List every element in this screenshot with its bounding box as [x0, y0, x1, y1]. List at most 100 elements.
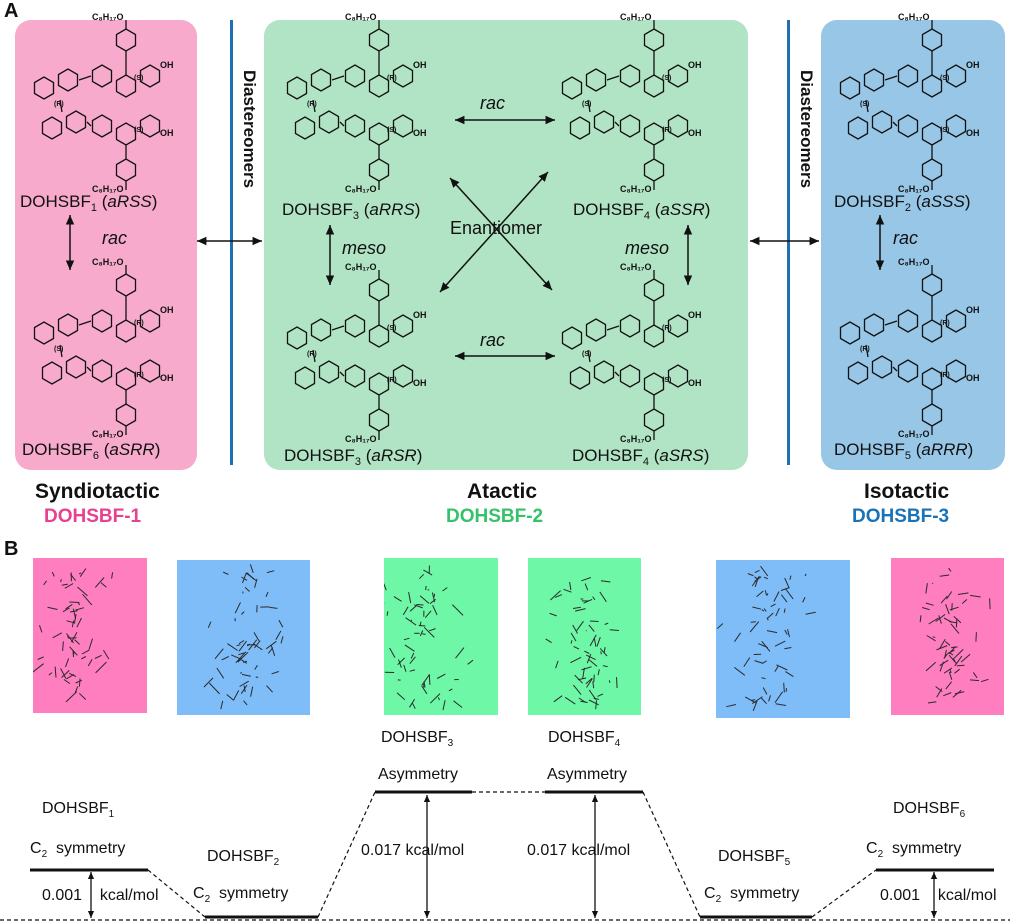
oh-label-top: OH	[688, 310, 702, 320]
thumb-bf1	[20, 558, 147, 713]
sym-bf1: C2 symmetry	[30, 840, 126, 861]
meso-label-left: meso	[342, 238, 387, 258]
name-bf4: DOHSBF4	[548, 729, 621, 750]
oh-label-top: OH	[160, 305, 174, 315]
name-bf6: DOHSBF6	[893, 800, 966, 821]
energy-diagram	[0, 790, 1010, 921]
c8h17o-label-bottom: C₈H₁₇O	[898, 429, 930, 439]
molecule-structure-bf6: C₈H₁₇O OH OH C₈H₁₇O (S) (R) (R)	[33, 257, 174, 439]
name-bf3: DOHSBF3	[381, 729, 454, 750]
c8h17o-label-top: C₈H₁₇O	[898, 12, 930, 22]
chirality-lower: (R)	[387, 377, 397, 384]
rac-label-bottom: rac	[480, 330, 506, 350]
chirality-lower: (S)	[134, 127, 143, 134]
chirality-spiro: (S)	[54, 346, 63, 353]
chirality-spiro: (R)	[307, 351, 317, 358]
name-bf1: DOHSBF1	[42, 800, 115, 821]
enantiomer-label: Enantiomer	[450, 218, 543, 238]
chirality-upper: (S)	[387, 325, 396, 332]
chirality-upper: (R)	[662, 325, 672, 332]
panel-label-b: B	[4, 538, 19, 560]
c8h17o-label-bottom: C₈H₁₇O	[345, 184, 377, 194]
oh-label-top: OH	[160, 60, 174, 70]
chirality-spiro: (R)	[307, 101, 317, 108]
oh-label-bottom: OH	[413, 128, 427, 138]
c8h17o-label-top: C₈H₁₇O	[898, 257, 930, 267]
c8h17o-label-bottom: C₈H₁₇O	[345, 434, 377, 444]
sym-bf2: C2 symmetry	[193, 885, 289, 906]
chirality-lower: (R)	[940, 372, 950, 379]
chirality-lower: (S)	[387, 127, 396, 134]
c8h17o-label-bottom: C₈H₁₇O	[92, 429, 124, 439]
oh-label-bottom: OH	[160, 373, 174, 383]
chirality-upper: (R)	[940, 320, 950, 327]
c8h17o-label-bottom: C₈H₁₇O	[898, 184, 930, 194]
label-bf4: Asymmetry	[547, 766, 627, 783]
caption-bf6: DOHSBF6 (aSRR)	[22, 440, 161, 463]
molecule-structure-bf3a: C₈H₁₇O OH OH C₈H₁₇O (R) (R) (S)	[286, 12, 427, 194]
c8h17o-label-top: C₈H₁₇O	[345, 12, 377, 22]
c8h17o-label-top: C₈H₁₇O	[620, 12, 652, 22]
oh-label-bottom: OH	[413, 378, 427, 388]
chirality-lower: (R)	[662, 127, 672, 134]
structure-wireframe	[373, 565, 474, 711]
c8h17o-label-top: C₈H₁₇O	[92, 257, 124, 267]
caption-bf5: DOHSBF5 (aRRR)	[834, 440, 974, 463]
oh-label-top: OH	[688, 60, 702, 70]
group-code-syndiotactic: DOHSBF-1	[44, 506, 142, 527]
energy-bf6: 0.001 kcal/mol	[880, 887, 997, 904]
chirality-upper: (R)	[134, 320, 144, 327]
chirality-upper: (S)	[662, 75, 671, 82]
group-code-isotactic: DOHSBF-3	[852, 506, 950, 527]
chirality-lower: (S)	[662, 377, 671, 384]
thumb-bf3	[373, 558, 498, 715]
oh-label-bottom: OH	[966, 128, 980, 138]
thumb-bf5	[716, 560, 850, 718]
chirality-upper: (S)	[940, 75, 949, 82]
panel-label-a: A	[4, 0, 19, 22]
chirality-spiro: (R)	[54, 101, 64, 108]
oh-label-bottom: OH	[688, 128, 702, 138]
label-bf3: Asymmetry	[378, 766, 458, 783]
structure-wireframe	[203, 564, 284, 710]
structure-wireframe	[545, 577, 620, 710]
sym-bf5: C2 symmetry	[704, 885, 800, 906]
c8h17o-label-bottom: C₈H₁₇O	[620, 184, 652, 194]
c8h17o-label-top: C₈H₁₇O	[92, 12, 124, 22]
rac-label-right: rac	[893, 228, 919, 248]
chirality-lower: (R)	[134, 372, 144, 379]
caption-bf2: DOHSBF2 (aSSS)	[834, 192, 971, 215]
chirality-lower: (S)	[940, 127, 949, 134]
chirality-upper: (R)	[387, 75, 397, 82]
name-bf2: DOHSBF2	[207, 848, 280, 869]
oh-label-top: OH	[966, 60, 980, 70]
name-bf5: DOHSBF5	[718, 848, 791, 869]
thumb-bf4	[528, 558, 641, 715]
chirality-spiro: (S)	[860, 101, 869, 108]
caption-bf1: DOHSBF1 (aRSS)	[20, 192, 158, 215]
oh-label-top: OH	[413, 60, 427, 70]
c8h17o-label-top: C₈H₁₇O	[620, 262, 652, 272]
caption-bf4b: DOHSBF4 (aSRS)	[572, 446, 710, 469]
chirality-upper: (S)	[134, 75, 143, 82]
oh-label-top: OH	[413, 310, 427, 320]
sym-bf6: C2 symmetry	[866, 840, 962, 861]
caption-bf3a: DOHSBF3 (aRRS)	[282, 200, 421, 223]
oh-label-bottom: OH	[966, 373, 980, 383]
structure-wireframe	[919, 567, 991, 704]
energy-bf3: 0.017 kcal/mol	[361, 842, 465, 859]
structure-wireframe	[716, 565, 816, 711]
structure-wireframe	[20, 568, 114, 703]
meso-label-right: meso	[625, 238, 670, 258]
rac-label-left: rac	[102, 228, 128, 248]
syndiotactic-box	[15, 20, 197, 470]
rac-label-top: rac	[480, 93, 506, 113]
energy-bf4: 0.017 kcal/mol	[527, 842, 631, 859]
panel-a-arrows	[65, 115, 885, 361]
group-code-atactic: DOHSBF-2	[446, 506, 544, 527]
